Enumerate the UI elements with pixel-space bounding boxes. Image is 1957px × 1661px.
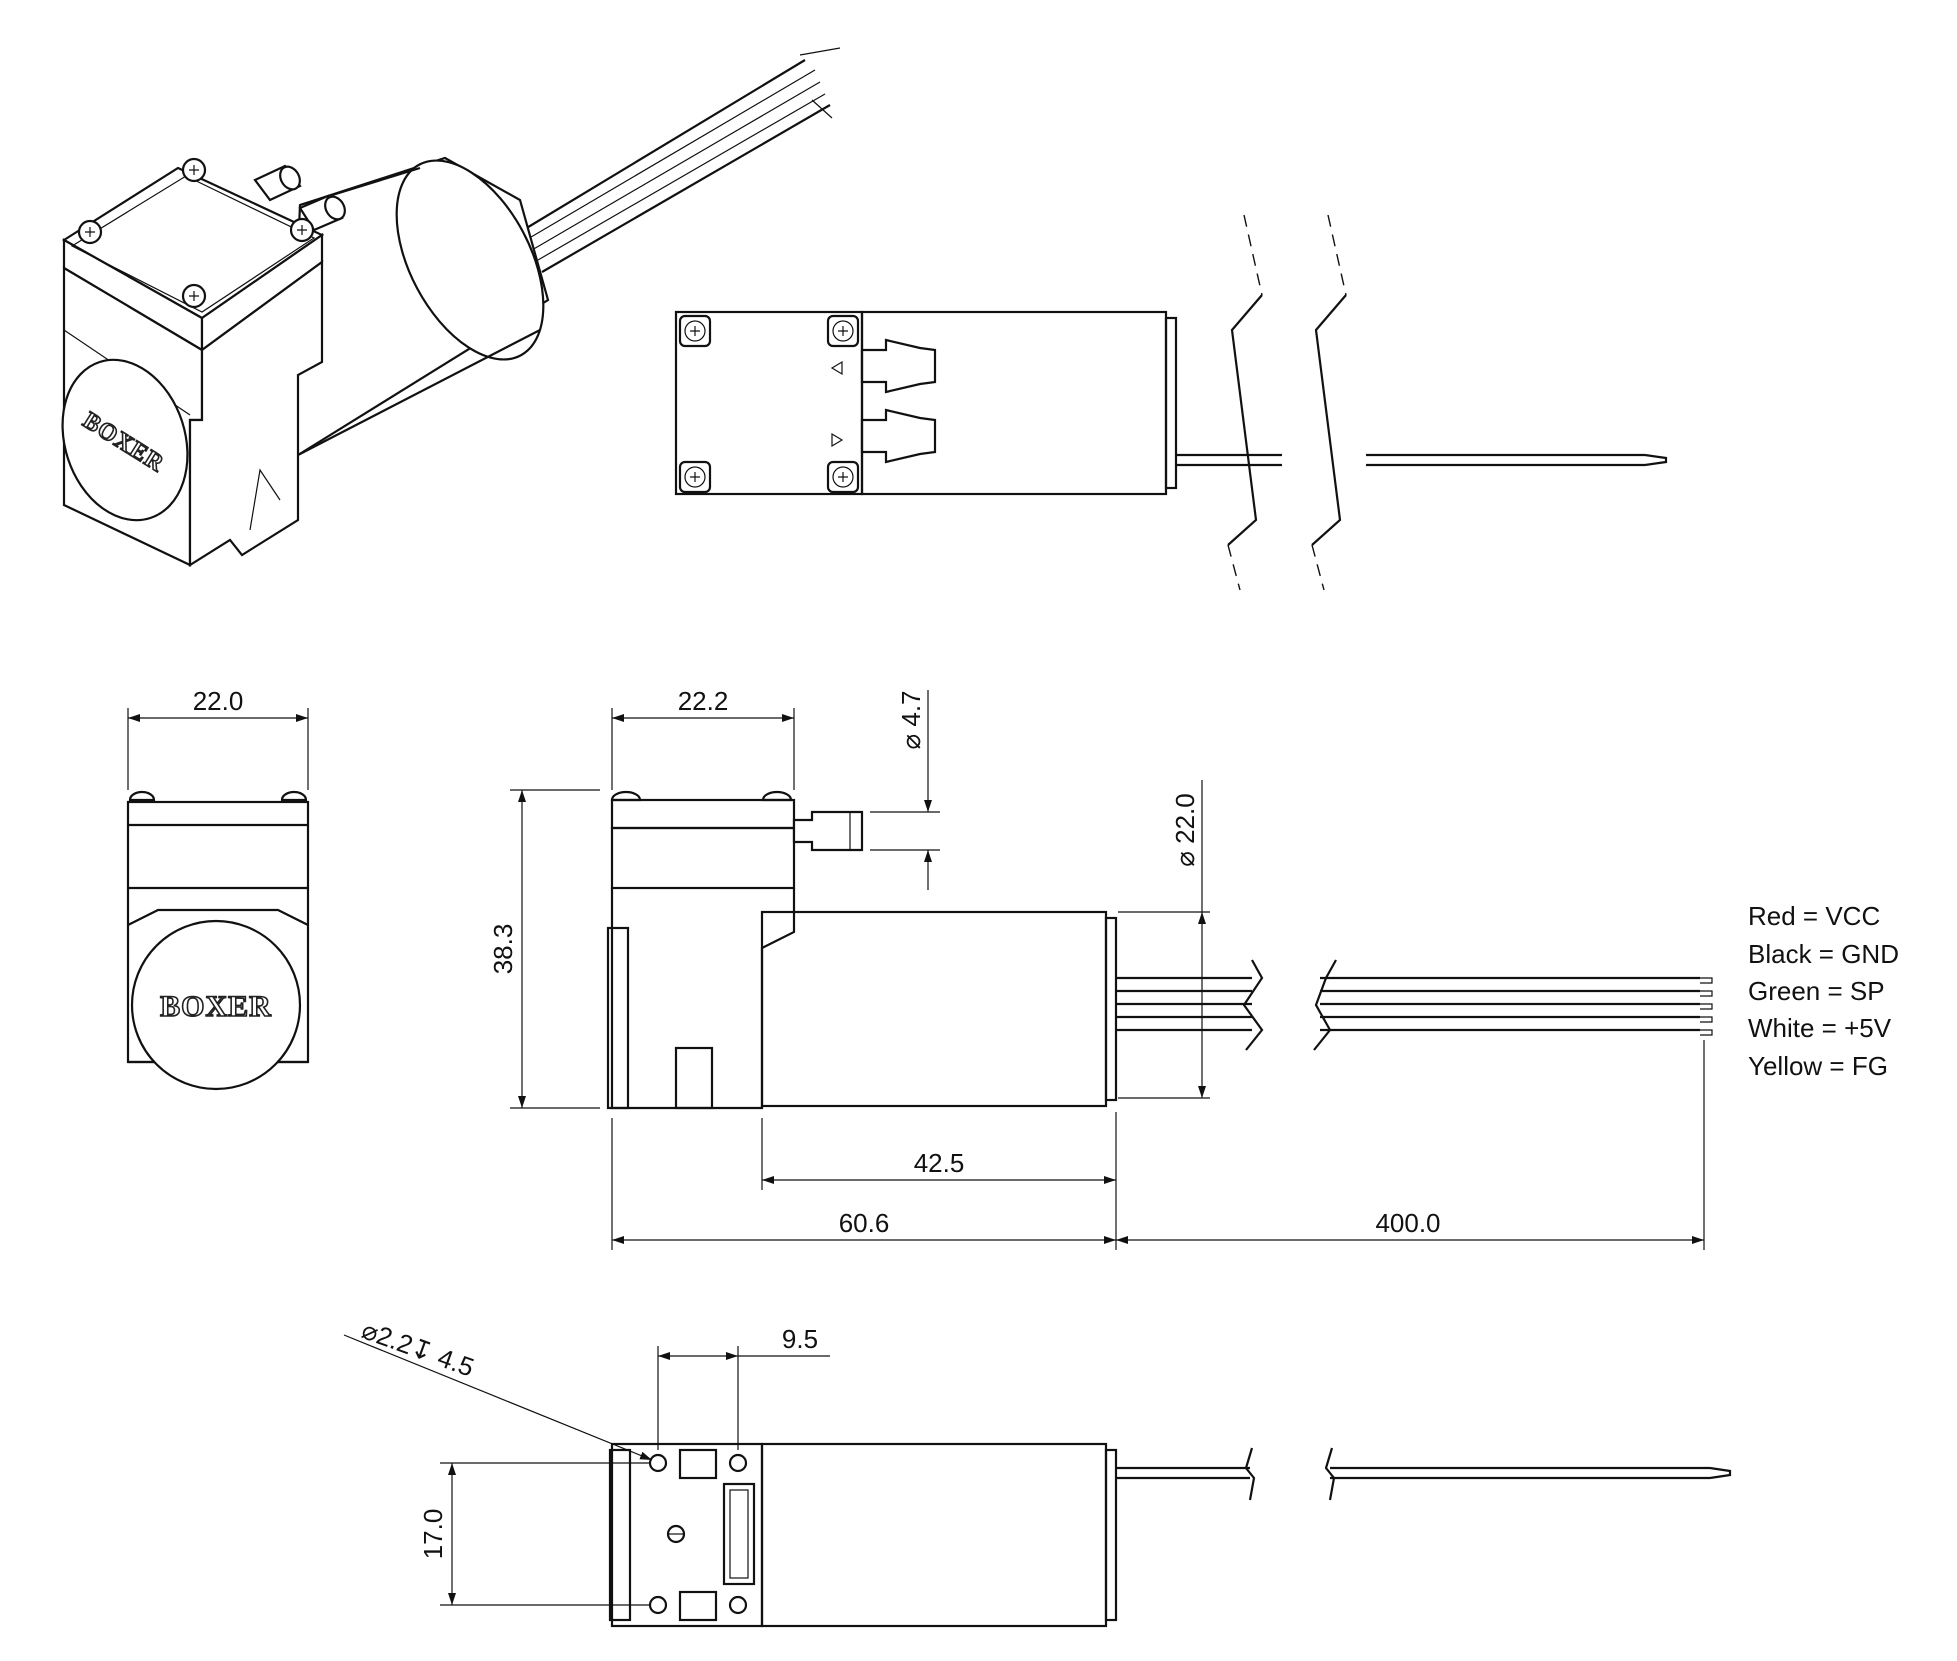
head-width-label: 22.2 [678,686,729,716]
bottom-cable [1116,1447,1732,1501]
front-logo-disc: BOXER [130,919,302,1091]
legend-green: Green = SP [1748,976,1885,1006]
iso-motor [288,156,550,457]
hole-spec-callout: ⌀2.2↧ 4.5 [343,1314,653,1461]
body-length-label: 60.6 [839,1208,890,1238]
front-view: BOXER 22.0 [126,686,310,1091]
iso-cable-bundle [519,47,841,273]
legend-red: Red = VCC [1748,901,1880,931]
hole-spacing-y-label: 17.0 [418,1509,448,1560]
bottom-mount-holes [648,1448,756,1622]
top-ports [830,338,937,464]
bottom-view: 9.5 17.0 ⌀2.2↧ 4.5 [343,1314,1732,1628]
port-diameter-label: ⌀ 4.7 [896,690,926,749]
side-pump-head [610,790,796,890]
side-view: 22.2 ⌀ 4.7 38.3 ⌀ 22.0 42.5 60.6 400.0 [488,686,1713,1250]
iso-pump-head [61,157,346,353]
front-logo-text: BOXER [160,990,272,1023]
port-diameter-dimension: ⌀ 4.7 [870,690,940,890]
front-width-label: 22.0 [193,686,244,716]
motor-diameter-dimension: ⌀ 22.0 [1118,780,1210,1099]
legend-yellow: Yellow = FG [1748,1051,1888,1081]
top-cable [1176,453,1668,467]
top-motor [860,310,1168,496]
height-label: 38.3 [488,924,518,975]
cable-length-dimension: 400.0 [1116,1040,1705,1250]
hole-spacing-x-dimension: 9.5 [657,1324,830,1450]
side-port [792,810,864,852]
top-break-lines [1227,214,1347,591]
motor-length-label: 42.5 [914,1148,965,1178]
motor-diameter-label: ⌀ 22.0 [1170,793,1200,866]
legend-black: Black = GND [1748,939,1899,969]
front-width-dimension: 22.0 [127,686,309,790]
wire-legend: Red = VCC Black = GND Green = SP White =… [1748,901,1899,1081]
iso-logo-disc: BOXER [61,358,189,522]
side-pump-body [606,888,796,1110]
side-motor [760,910,1118,1108]
top-view [674,214,1668,591]
isometric-view: BOXER [61,47,841,567]
top-screws [678,314,860,494]
motor-length-dimension: 42.5 [761,1112,1117,1250]
hole-spec-label: ⌀2.2↧ 4.5 [358,1314,478,1382]
cable-length-label: 400.0 [1375,1208,1440,1238]
body-length-dimension: 60.6 [611,1118,1116,1250]
bottom-motor [760,1442,1108,1628]
hole-spacing-y-dimension: 17.0 [418,1462,650,1606]
legend-white: White = +5V [1748,1013,1892,1043]
height-dimension: 38.3 [488,789,600,1109]
side-head-width-dimension: 22.2 [611,686,795,790]
hole-spacing-x-label: 9.5 [782,1324,818,1354]
side-wires [1116,959,1713,1051]
